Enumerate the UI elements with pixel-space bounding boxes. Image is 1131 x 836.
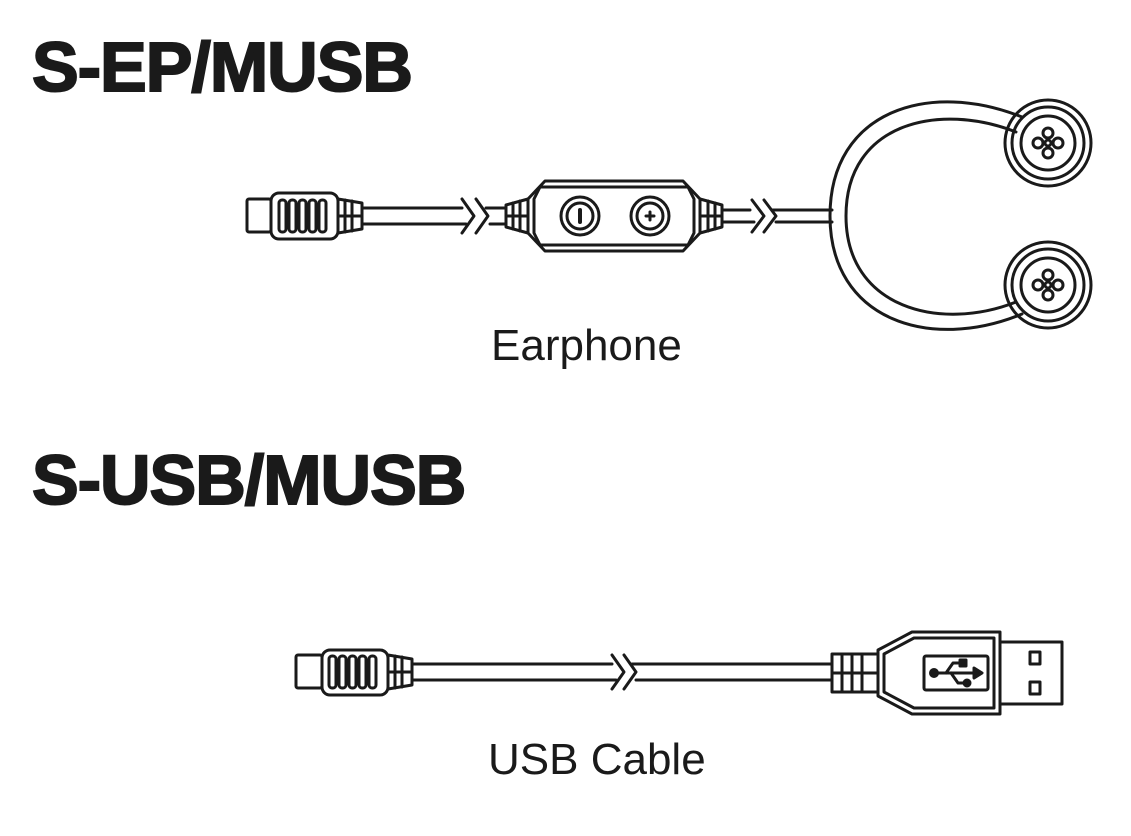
micro-usb-plug [245,191,364,241]
usb-section-title: S-USB/MUSB [31,441,467,519]
earphone-section-title: S-EP/MUSB [31,28,414,106]
cable-right [720,198,834,234]
usb-cable-illustration [294,630,1064,716]
cable-left [360,197,508,235]
headband [828,100,1024,331]
minus-icon [565,201,595,231]
plus-icon [635,201,665,231]
inline-remote [504,179,724,253]
earphone-caption: Earphone [491,321,682,370]
ear-cup-bottom [1003,240,1093,330]
usb-cable-caption: USB Cable [488,735,706,784]
ear-cup-top [1003,98,1093,188]
usb-symbol-icon [922,654,990,692]
